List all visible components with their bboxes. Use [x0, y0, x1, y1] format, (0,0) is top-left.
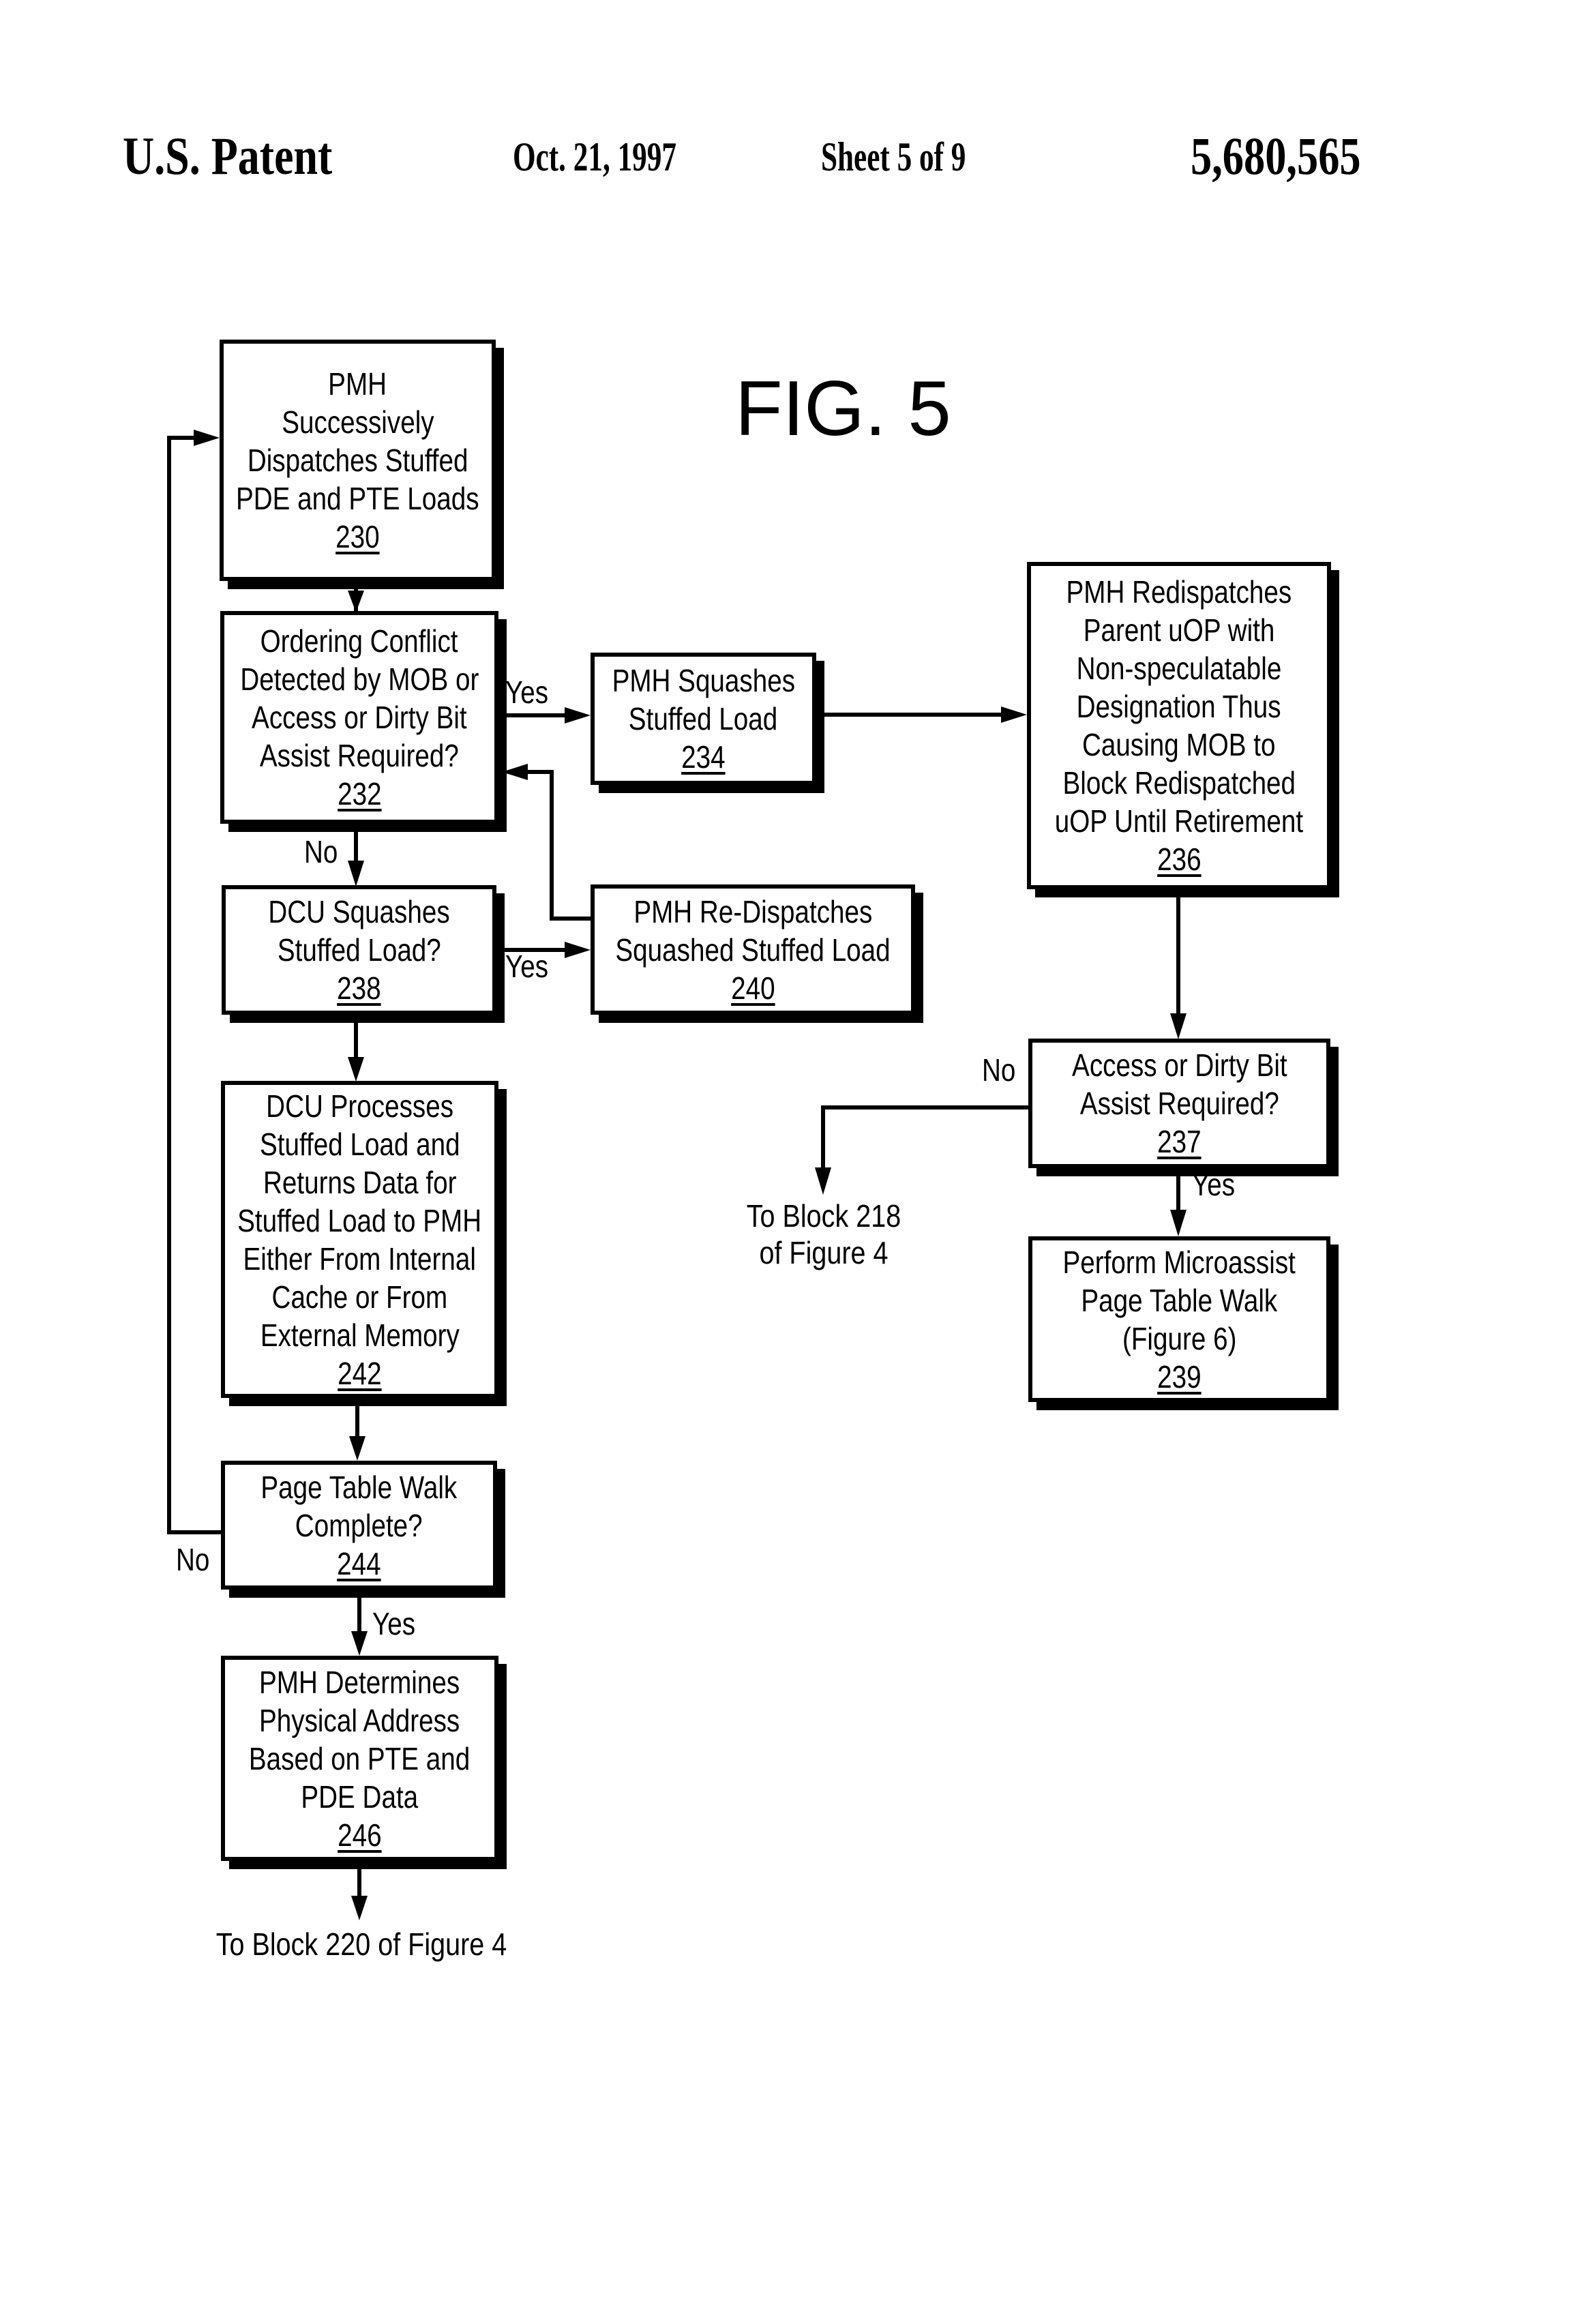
block-230: PMH Successively Dispatches Stuffed PDE …	[220, 340, 496, 581]
block-text: Physical Address	[259, 1702, 460, 1738]
arrowhead	[351, 1631, 368, 1656]
block-text: PMH Re-Dispatches	[633, 893, 873, 929]
block-text: PDE and PTE Loads	[236, 481, 479, 516]
block-ref-number: 237	[1157, 1124, 1202, 1159]
block-text: Access or Dirty Bit	[252, 700, 467, 735]
block-text: PMH	[328, 366, 387, 402]
edge-244-230-loop	[167, 436, 221, 1534]
edge-label-no-232: No	[304, 834, 338, 869]
block-text: Returns Data for	[263, 1164, 457, 1200]
block-text: (Figure 6)	[1122, 1320, 1237, 1356]
block-text: Either From Internal	[243, 1240, 477, 1277]
block-ref-number: 236	[1156, 841, 1202, 877]
edge-240-232	[526, 770, 591, 921]
block-237: Access or Dirty Bit Assist Required? 237	[1028, 1039, 1330, 1168]
edge-label-yes-244: Yes	[372, 1606, 416, 1641]
block-239: Perform Microassist Page Table Walk (Fig…	[1028, 1236, 1330, 1402]
block-ref-number: 230	[335, 519, 380, 554]
block-text: Assist Required?	[1079, 1086, 1279, 1121]
arrowhead	[1170, 1210, 1186, 1236]
block-text: DCU Processes	[266, 1088, 453, 1124]
arrowhead	[349, 1436, 365, 1461]
block-text: PMH Determines	[259, 1664, 460, 1700]
block-236: PMH Redispatches Parent uOP with Non-spe…	[1027, 562, 1331, 889]
patent-date: Oct. 21, 1997	[513, 134, 676, 179]
sheet-number: Sheet 5 of 9	[821, 134, 966, 179]
block-text: Access or Dirty Bit	[1071, 1047, 1287, 1083]
block-text: Page Table Walk	[260, 1469, 458, 1505]
block-text: Designation Thus	[1076, 689, 1282, 724]
block-text: uOP Until Retirement	[1054, 803, 1304, 839]
arrowhead	[565, 707, 591, 724]
edge-label-no-237: No	[982, 1052, 1016, 1088]
block-text: Causing MOB to	[1082, 727, 1276, 762]
arrowhead	[348, 1057, 364, 1082]
block-text: PDE Data	[301, 1778, 419, 1815]
block-text: Detected by MOB or	[239, 661, 479, 697]
block-text: Parent uOP with	[1083, 612, 1275, 648]
block-text: Page Table Walk	[1081, 1282, 1278, 1318]
arrowhead	[565, 942, 591, 958]
edge-237-exit	[821, 1105, 1028, 1170]
block-text: Cache or From	[271, 1279, 448, 1315]
terminal-text: To Block 218	[746, 1198, 901, 1234]
block-ref-number: 242	[338, 1355, 382, 1391]
block-text: Stuffed Load to PMH	[237, 1202, 482, 1238]
patent-number: 5,680,565	[1191, 126, 1361, 185]
block-text: Ordering Conflict	[260, 623, 458, 659]
edge-label-yes-237: Yes	[1192, 1167, 1236, 1202]
arrowhead	[815, 1167, 831, 1195]
block-ref-number: 244	[337, 1545, 381, 1581]
terminal-text: To Block 220 of Figure 4	[215, 1926, 507, 1962]
block-text: Successively	[281, 404, 434, 440]
block-ref-number: 238	[337, 970, 381, 1006]
block-238: DCU Squashes Stuffed Load? 238	[222, 885, 496, 1015]
block-240: PMH Re-Dispatches Squashed Stuffed Load …	[591, 884, 915, 1015]
block-text: Stuffed Load and	[259, 1126, 460, 1162]
arrowhead	[348, 861, 364, 887]
patent-title: U.S. Patent	[123, 126, 333, 185]
arrowhead	[1001, 706, 1027, 723]
block-text: PMH Redispatches	[1066, 574, 1292, 610]
block-text: Dispatches Stuffed	[247, 443, 468, 478]
block-242: DCU Processes Stuffed Load and Returns D…	[221, 1081, 498, 1398]
block-text: Stuffed Load	[629, 701, 778, 736]
block-text: Based on PTE and	[249, 1740, 471, 1776]
block-244: Page Table Walk Complete? 244	[221, 1461, 497, 1590]
block-text: External Memory	[260, 1317, 460, 1353]
terminal-to-block-218: To Block 218 of Figure 4	[737, 1197, 911, 1271]
block-ref-number: 232	[337, 776, 382, 811]
block-text: Assist Required?	[259, 738, 460, 773]
terminal-to-block-220: To Block 220 of Figure 4	[215, 1926, 508, 1963]
block-246: PMH Determines Physical Address Based on…	[221, 1656, 498, 1861]
arrowhead	[1170, 1013, 1186, 1039]
block-ref-number: 239	[1157, 1358, 1202, 1395]
block-ref-number: 246	[338, 1817, 382, 1853]
block-text: Stuffed Load?	[277, 932, 441, 968]
block-234: PMH Squashes Stuffed Load 234	[591, 653, 816, 785]
arrowhead	[348, 591, 364, 612]
arrowhead	[194, 430, 220, 446]
block-text: Perform Microassist	[1062, 1244, 1296, 1280]
block-ref-number: 234	[681, 739, 726, 775]
block-text: DCU Squashes	[268, 894, 450, 929]
edge-label-yes-238: Yes	[505, 949, 549, 984]
edge-label-no-244: No	[176, 1542, 210, 1577]
block-232: Ordering Conflict Detected by MOB or Acc…	[220, 611, 498, 824]
block-ref-number: 240	[730, 970, 775, 1006]
edge-label-yes-232: Yes	[505, 674, 549, 710]
terminal-text: of Figure 4	[759, 1235, 889, 1270]
block-text: Block Redispatched	[1062, 765, 1296, 801]
arrowhead	[502, 764, 528, 780]
block-text: Complete?	[295, 1507, 423, 1543]
figure-label: FIG. 5	[735, 366, 951, 452]
arrowhead	[351, 1896, 368, 1920]
block-text: PMH Squashes	[612, 663, 795, 698]
block-text: Squashed Stuffed Load	[615, 932, 891, 968]
block-text: Non-speculatable	[1076, 651, 1282, 686]
